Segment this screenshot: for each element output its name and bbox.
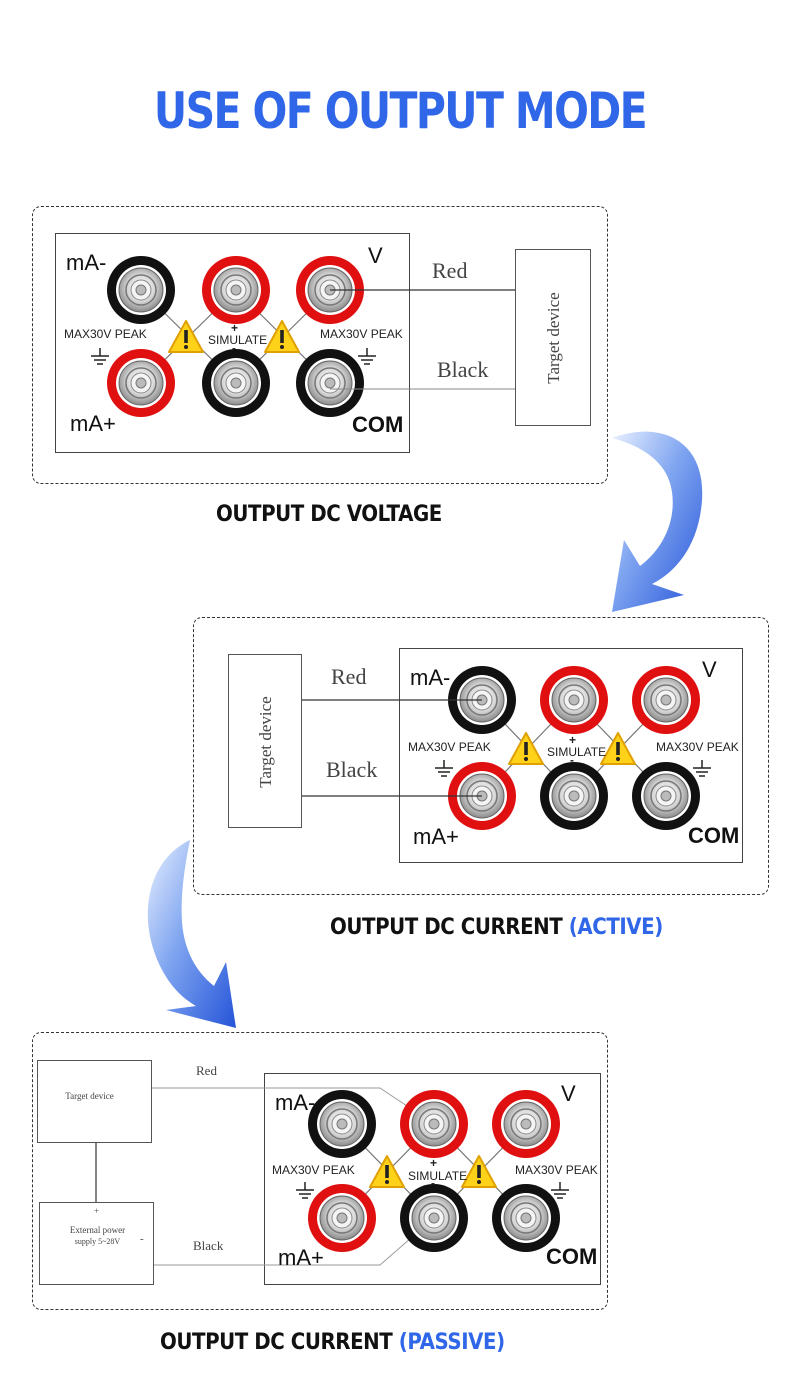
wire-label-red: Red bbox=[331, 664, 367, 689]
target-device-box: Target device bbox=[515, 249, 591, 426]
target-device-box: Target device bbox=[37, 1060, 152, 1143]
label-minus: - bbox=[232, 341, 236, 355]
label-com: COM bbox=[546, 1244, 598, 1269]
passive-jack-simulate-plus bbox=[399, 1089, 469, 1159]
power-label-line2: supply 5~28V bbox=[74, 1237, 121, 1246]
passive-current-diagram-frame bbox=[32, 1032, 608, 1310]
label-ma-minus: mA- bbox=[66, 250, 107, 275]
label-plus: + bbox=[231, 321, 239, 335]
passive-jack-v bbox=[491, 1089, 561, 1159]
voltage-terminal-panel bbox=[55, 233, 410, 453]
passive-jack-ma-minus bbox=[307, 1089, 377, 1159]
voltage-diagram-frame bbox=[32, 206, 608, 484]
label-com: COM bbox=[688, 823, 740, 848]
label-simulate: SIMULATE bbox=[547, 745, 607, 759]
wire-label-black: Black bbox=[326, 757, 378, 782]
active-current-diagram-frame bbox=[193, 617, 769, 895]
target-device-label: Target device bbox=[65, 1091, 114, 1101]
label-v: V bbox=[368, 243, 383, 268]
label-ma-minus: mA- bbox=[275, 1090, 316, 1115]
label-ma-plus: mA+ bbox=[70, 411, 116, 436]
power-label-line1: External power bbox=[69, 1225, 126, 1235]
label-max-peak: MAX30V PEAK bbox=[515, 1163, 598, 1177]
label-ma-minus: mA- bbox=[410, 665, 451, 690]
label-simulate: SIMULATE bbox=[208, 333, 268, 347]
caption-tag-passive: (PASSIVE) bbox=[398, 1330, 505, 1355]
label-simulate: SIMULATE bbox=[408, 1169, 468, 1183]
label-max-peak: MAX30V PEAK bbox=[656, 740, 739, 754]
label-max-peak: MAX30V PEAK bbox=[272, 1163, 355, 1177]
label-max-peak: MAX30V PEAK bbox=[64, 327, 147, 341]
external-power-supply-box: + External power supply 5~28V - bbox=[39, 1202, 154, 1285]
power-minus-label: - bbox=[140, 1233, 144, 1245]
label-minus: - bbox=[570, 753, 574, 767]
label-minus: - bbox=[431, 1176, 435, 1190]
label-ma-plus: mA+ bbox=[413, 824, 459, 849]
active-terminal-panel bbox=[399, 648, 743, 863]
caption-tag-active: (ACTIVE) bbox=[568, 915, 664, 940]
label-plus: + bbox=[430, 1156, 438, 1170]
wire-label-red: Red bbox=[196, 1063, 217, 1078]
target-device-box: Target device bbox=[228, 654, 302, 828]
label-max-peak: MAX30V PEAK bbox=[320, 327, 403, 341]
caption-output-dc-current-passive: OUTPUT DC CURRENT (PASSIVE) bbox=[160, 1330, 505, 1355]
caption-output-dc-voltage: OUTPUT DC VOLTAGE bbox=[216, 502, 442, 527]
label-v: V bbox=[561, 1081, 576, 1106]
page-title: USE OF OUTPUT MODE bbox=[153, 82, 648, 140]
label-plus: + bbox=[569, 733, 577, 747]
wire-label-black: Black bbox=[193, 1238, 224, 1253]
label-ma-plus: mA+ bbox=[278, 1245, 324, 1270]
power-plus-label: + bbox=[94, 1206, 100, 1216]
wire-label-red: Red bbox=[432, 258, 468, 283]
passive-jack-com bbox=[491, 1183, 561, 1253]
label-v: V bbox=[702, 657, 717, 682]
passive-jack-ma-plus bbox=[307, 1183, 377, 1253]
ground-icon bbox=[550, 1181, 570, 1199]
caption-output-dc-current-active: OUTPUT DC CURRENT (ACTIVE) bbox=[330, 915, 663, 940]
label-max-peak: MAX30V PEAK bbox=[408, 740, 491, 754]
passive-jack-simulate-minus bbox=[399, 1183, 469, 1253]
ground-icon bbox=[295, 1181, 315, 1199]
passive-terminal-panel bbox=[264, 1073, 601, 1285]
label-com: COM bbox=[352, 412, 404, 437]
wire-label-black: Black bbox=[437, 357, 489, 382]
